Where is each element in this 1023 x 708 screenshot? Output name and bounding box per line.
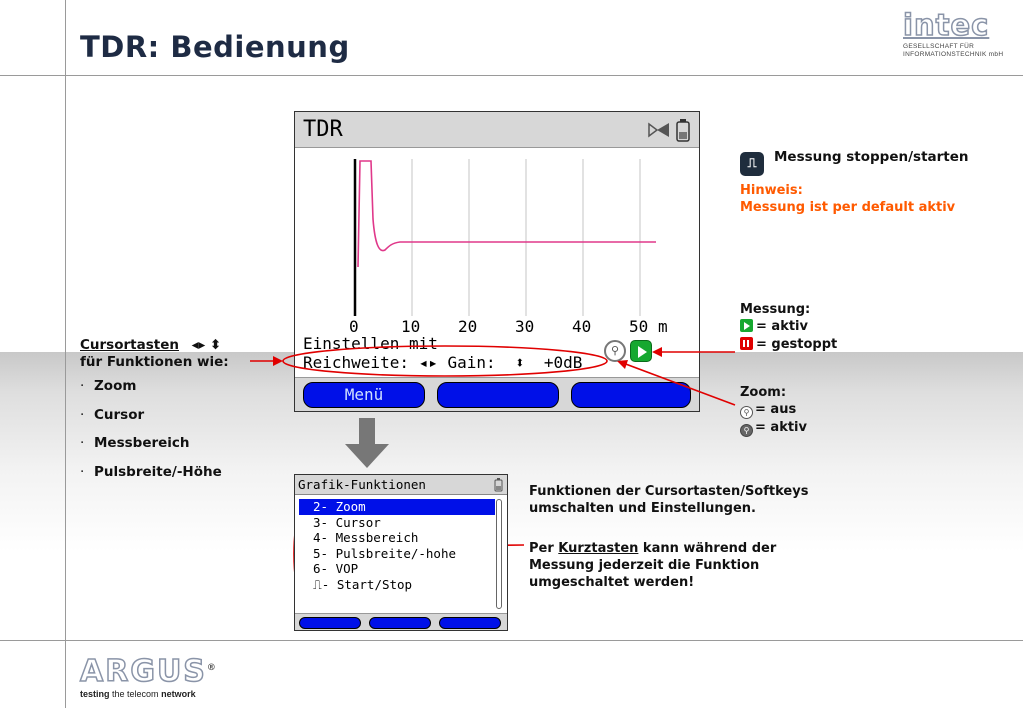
- pulse-key-icon: ⎍: [740, 152, 764, 176]
- status-icons: [647, 118, 693, 147]
- axis-tick: 10: [401, 317, 421, 336]
- up-down-arrows-icon: ⬍: [514, 353, 525, 372]
- grafik-funktionen-menu: Grafik-Funktionen 2- Zoom 3- Cursor 4- M…: [294, 474, 508, 631]
- funktionen-note-1: Funktionen der Cursortasten/Softkeys: [529, 484, 809, 499]
- menu-item-vop[interactable]: 6- VOP: [313, 561, 359, 576]
- kurztasten-note-1: Per Kurztasten kann während der: [529, 541, 777, 556]
- battery-icon: [494, 478, 503, 492]
- tdr-title: TDR: [303, 117, 343, 142]
- messung-gestoppt-legend: = gestoppt: [740, 336, 837, 353]
- reichweite-label: Reichweite:: [303, 353, 409, 372]
- messung-aktiv-legend: = aktiv: [740, 318, 808, 335]
- menu-softkey-1[interactable]: [299, 617, 361, 629]
- kurztasten-term: Kurztasten: [558, 541, 639, 556]
- tdr-header: TDR: [295, 112, 699, 148]
- messung-label: Messung:: [740, 302, 811, 317]
- menu-item-start-stop[interactable]: ⎍- Start/Stop: [313, 576, 413, 592]
- menu-softkey-3[interactable]: [439, 617, 501, 629]
- menu-item-cursor[interactable]: 3- Cursor: [313, 514, 381, 530]
- tdr-screen: TDR 0 10: [294, 111, 700, 412]
- funktionen-note-2: umschalten und Einstellungen.: [529, 501, 756, 516]
- softkey-menu[interactable]: Menü: [303, 382, 425, 408]
- menu-scrollbar[interactable]: [496, 499, 502, 609]
- zoom-aus-legend: ⚲= aus: [740, 401, 796, 419]
- bullet-cursor: ·Cursor: [80, 406, 145, 423]
- menu-header: Grafik-Funktionen: [295, 475, 507, 495]
- menu-item-zoom[interactable]: 2- Zoom: [299, 499, 495, 515]
- tdr-trace: [357, 160, 656, 268]
- bullet-messbereich: ·Messbereich: [80, 435, 190, 451]
- battery-icon: [676, 119, 690, 142]
- intec-wordmark: intec: [902, 7, 990, 43]
- bullet-zoom: ·Zoom: [80, 378, 137, 394]
- status-line-1: Einstellen mit: [303, 334, 438, 353]
- menu-title: Grafik-Funktionen: [298, 477, 426, 492]
- menu-item-messbereich[interactable]: 4- Messbereich: [313, 530, 419, 545]
- axis-tick: 30: [515, 317, 535, 336]
- cursor-keys-icon: ◂▸ ⬍: [191, 337, 222, 353]
- gain-label: Gain:: [447, 353, 496, 372]
- distance-axis: 0 10 20 30 40 50 m: [295, 317, 699, 337]
- arrow-zoom-icon: [617, 360, 628, 369]
- argus-tagline: testing the telecom network: [80, 689, 196, 699]
- zoom-aktiv-legend: ⚲= aktiv: [740, 419, 807, 437]
- play-icon: [740, 319, 753, 332]
- fuer-funktionen-label: für Funktionen wie:: [80, 354, 229, 370]
- menu-softkey-bar: [295, 613, 507, 630]
- intec-subtitle-1: GESELLSCHAFT FÜR: [903, 43, 975, 50]
- axis-unit: m: [658, 317, 668, 336]
- menu-list: 2- Zoom 3- Cursor 4- Messbereich 5- Puls…: [299, 499, 495, 592]
- status-line-2: Reichweite: ◂▸ Gain: ⬍ +0dB: [303, 353, 582, 372]
- hinweis-label: Hinweis:: [740, 183, 803, 198]
- footer-divider: [0, 640, 1023, 641]
- messung-toggle-note: ⎍Messung stoppen/starten: [740, 149, 969, 176]
- zoom-on-icon: ⚲: [740, 424, 753, 437]
- left-divider: [65, 0, 66, 708]
- softkey-3[interactable]: [571, 382, 691, 408]
- menu-softkey-2[interactable]: [369, 617, 431, 629]
- gain-value: +0dB: [543, 353, 583, 372]
- zoom-off-icon[interactable]: ⚲: [604, 340, 626, 362]
- page-title: TDR: Bedienung: [80, 30, 350, 64]
- speaker-icon: [648, 122, 669, 138]
- axis-tick: 50: [629, 317, 649, 336]
- argus-logo: ARGUS® testing the telecom network: [79, 653, 218, 699]
- softkey-bar: Menü: [295, 377, 699, 411]
- left-right-arrows-icon: ◂▸: [418, 353, 438, 372]
- hinweis-text: Messung ist per default aktiv: [740, 200, 956, 215]
- axis-tick: 20: [458, 317, 478, 336]
- arrow-left-icon: [652, 347, 662, 357]
- play-icon[interactable]: [630, 340, 652, 362]
- intec-logo: intec GESELLSCHAFT FÜR INFORMATIONSTECHN…: [902, 7, 1013, 66]
- menu-item-pulsbreite[interactable]: 5- Pulsbreite/-hohe: [313, 545, 457, 561]
- kurztasten-note-3: umgeschaltet werden!: [529, 575, 695, 590]
- function-bullets: ·Zoom ·Cursor ·Messbereich ·Pulsbreite/-…: [80, 378, 222, 492]
- cursortasten-label: Cursortasten ◂▸ ⬍: [80, 337, 222, 353]
- axis-tick: 40: [572, 317, 592, 336]
- bullet-pulsbreite: ·Pulsbreite/-Höhe: [80, 463, 222, 480]
- down-arrow-icon: [343, 418, 391, 473]
- axis-tick: 0: [349, 317, 359, 336]
- zoom-label: Zoom:: [740, 385, 787, 400]
- callout-ellipse: [282, 345, 608, 377]
- header-divider: [0, 75, 1023, 76]
- zoom-off-icon: ⚲: [740, 406, 753, 419]
- argus-wordmark: ARGUS®: [79, 654, 218, 689]
- pause-icon: [740, 337, 753, 350]
- tdr-trace-plot: [353, 159, 656, 316]
- softkey-2[interactable]: [437, 382, 559, 408]
- intec-subtitle-2: INFORMATIONSTECHNIK mbH: [903, 51, 1004, 58]
- kurztasten-note-2: Messung jederzeit die Funktion: [529, 558, 760, 573]
- arrow-right-icon: [273, 356, 283, 366]
